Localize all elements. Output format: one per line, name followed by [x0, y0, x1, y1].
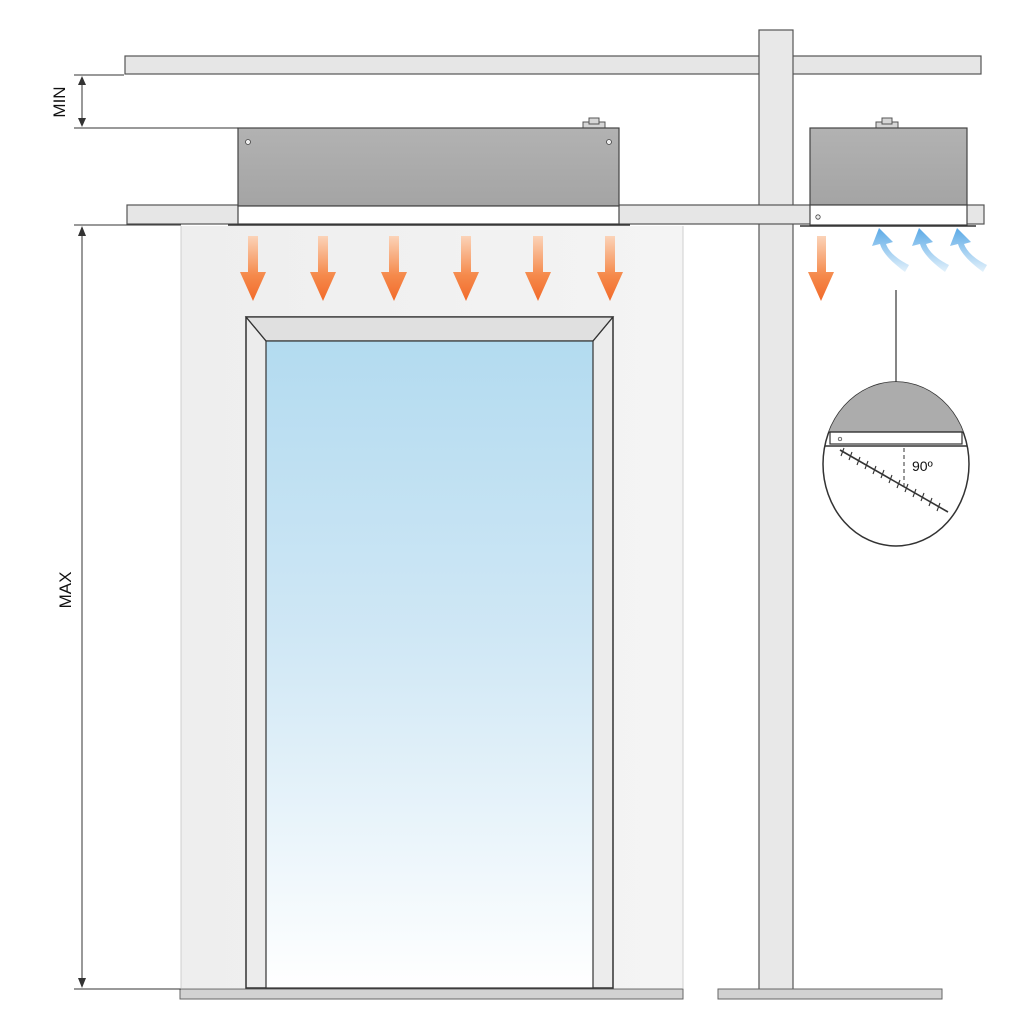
curved-arrow-up-icon	[912, 228, 949, 272]
heat-flow-arrows	[240, 236, 834, 301]
curved-arrow-up-icon	[950, 228, 987, 272]
arrow-down-icon	[525, 236, 551, 301]
return-air-arrows	[872, 228, 987, 272]
curved-arrow-up-icon	[872, 228, 909, 272]
min-label: MIN	[50, 86, 69, 117]
ceiling-slab	[124, 55, 982, 75]
arrow-down-icon	[597, 236, 623, 301]
arrow-down-icon	[808, 236, 834, 301]
air-curtain-unit-main	[228, 117, 630, 226]
arrow-down-icon	[381, 236, 407, 301]
arrow-down-icon	[310, 236, 336, 301]
floor-left	[179, 988, 684, 1000]
floor-right	[717, 988, 943, 1000]
arrow-down-icon	[240, 236, 266, 301]
door-frame	[244, 316, 615, 989]
air-curtain-unit-side	[800, 117, 976, 227]
door-glass	[265, 340, 594, 989]
min-dimension: MIN	[50, 74, 238, 129]
support-column	[758, 29, 794, 991]
max-dimension: MAX	[56, 224, 181, 990]
angle-label: 90º	[912, 458, 933, 474]
detail-callout: 90º	[822, 290, 970, 547]
max-label: MAX	[56, 572, 75, 609]
arrow-down-icon	[453, 236, 479, 301]
